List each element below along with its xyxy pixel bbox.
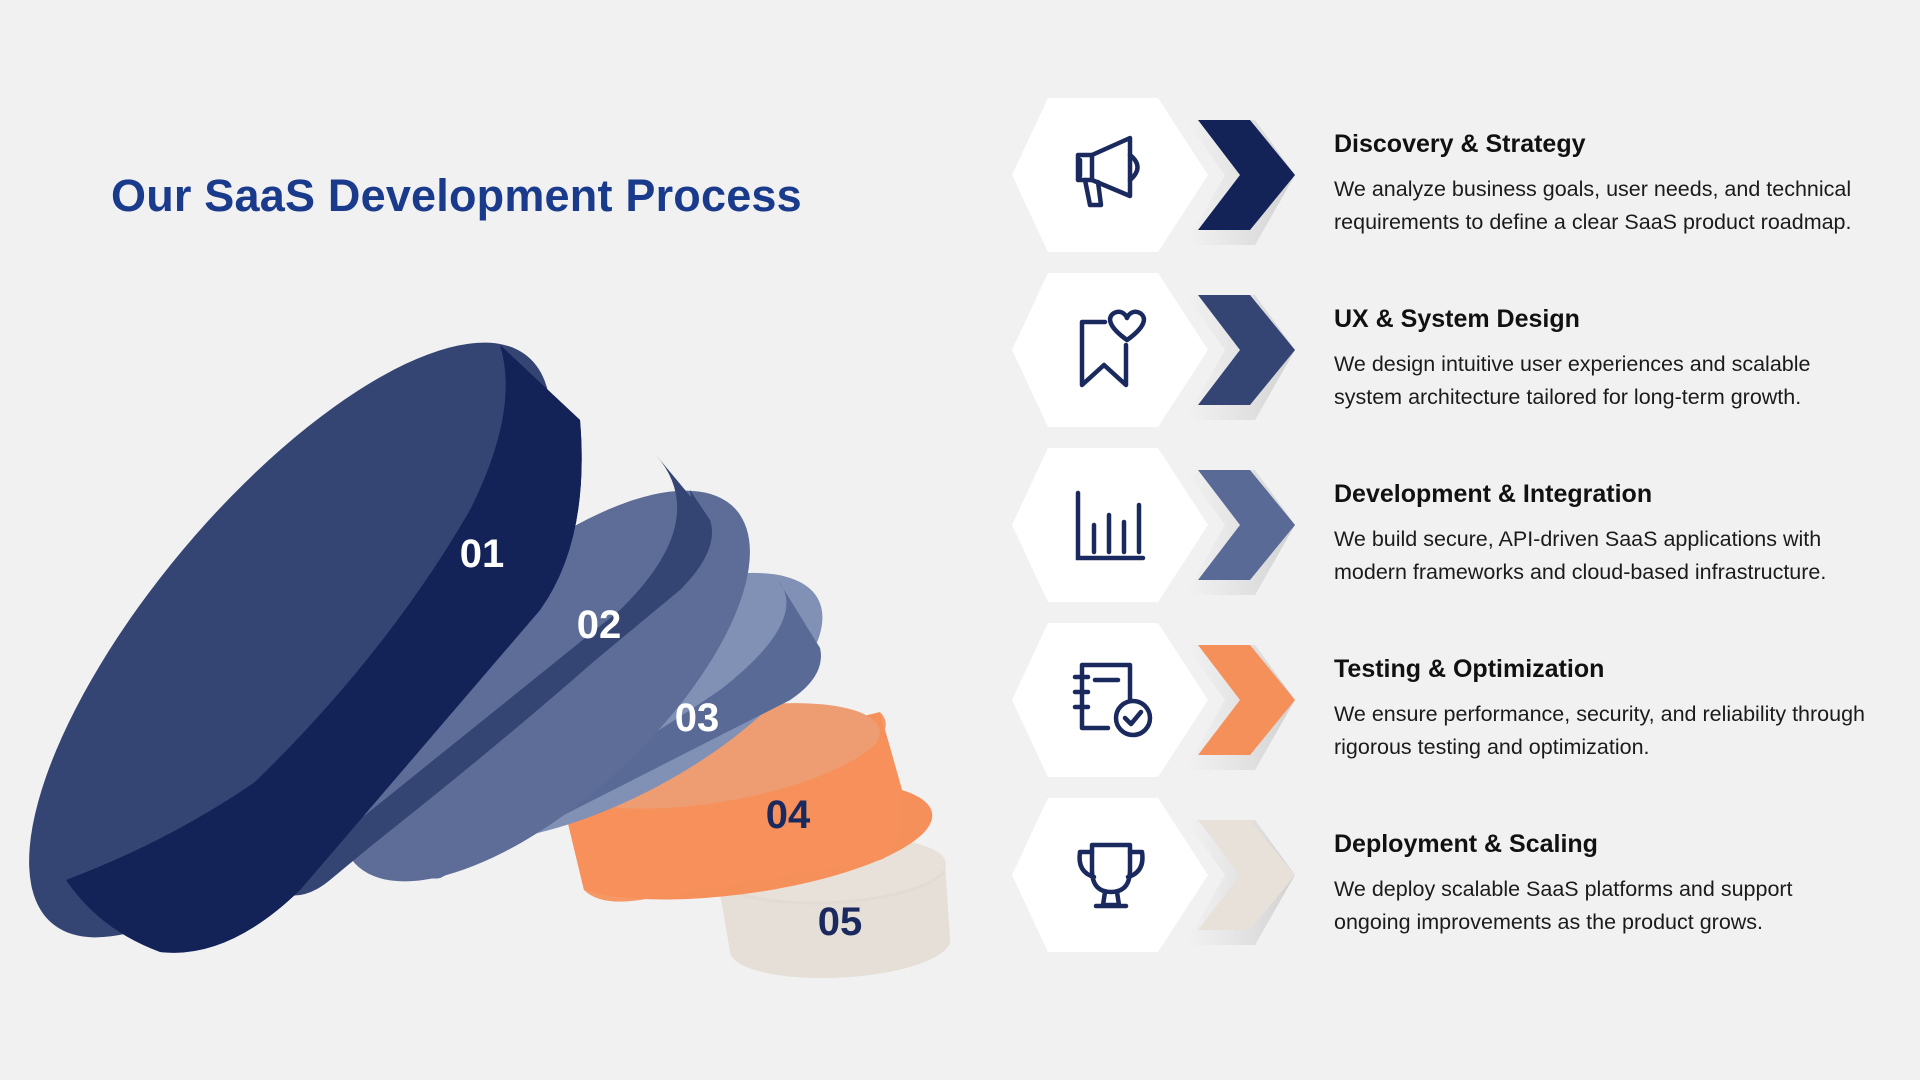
megaphone-icon	[1075, 135, 1140, 208]
disc-01-number: 01	[460, 532, 505, 576]
step-4-marker	[1012, 623, 1295, 777]
disc-01: 01	[29, 342, 582, 953]
step-3-marker	[1012, 448, 1295, 602]
step-4-text: Testing & Optimization We ensure perform…	[1334, 655, 1874, 764]
disc-02-number: 02	[577, 603, 622, 647]
step-2-description: We design intuitive user experiences and…	[1334, 352, 1811, 409]
step-5-description: We deploy scalable SaaS platforms and su…	[1334, 877, 1793, 934]
step-2-marker	[1012, 273, 1295, 427]
step-1-description: We analyze business goals, user needs, a…	[1334, 177, 1852, 234]
bar-chart-icon	[1075, 490, 1146, 561]
step-5-marker	[1012, 798, 1295, 952]
page-title: Our SaaS Development Process	[111, 170, 802, 221]
step-5-hexagon	[1012, 798, 1208, 952]
step-1-text: Discovery & Strategy We analyze business…	[1334, 130, 1874, 239]
step-3-title: Development & Integration	[1334, 480, 1653, 508]
step-1-marker	[1012, 98, 1295, 252]
disc-04-number: 04	[766, 793, 811, 837]
step-3-text: Development & Integration We build secur…	[1334, 480, 1874, 589]
disc-02: 02	[272, 455, 750, 896]
disc-03-number: 03	[675, 696, 720, 740]
step-5-title: Deployment & Scaling	[1334, 830, 1598, 858]
step-4-title: Testing & Optimization	[1334, 655, 1605, 683]
step-1-hexagon	[1012, 98, 1208, 252]
step-4-description: We ensure performance, security, and rel…	[1334, 702, 1865, 759]
disc-05-number: 05	[818, 900, 863, 944]
step-2-title: UX & System Design	[1334, 305, 1580, 333]
checklist-notebook-icon	[1072, 662, 1153, 738]
step-5-text: Deployment & Scaling We deploy scalable …	[1334, 830, 1874, 939]
step-3-description: We build secure, API-driven SaaS applica…	[1334, 527, 1827, 584]
step-2-text: UX & System Design We design intuitive u…	[1334, 305, 1874, 414]
step-1-title: Discovery & Strategy	[1334, 130, 1586, 158]
step-4-hexagon	[1012, 623, 1208, 777]
step-2-hexagon	[1012, 273, 1208, 427]
trophy-icon	[1077, 842, 1145, 909]
bookmark-heart-icon	[1079, 309, 1147, 388]
